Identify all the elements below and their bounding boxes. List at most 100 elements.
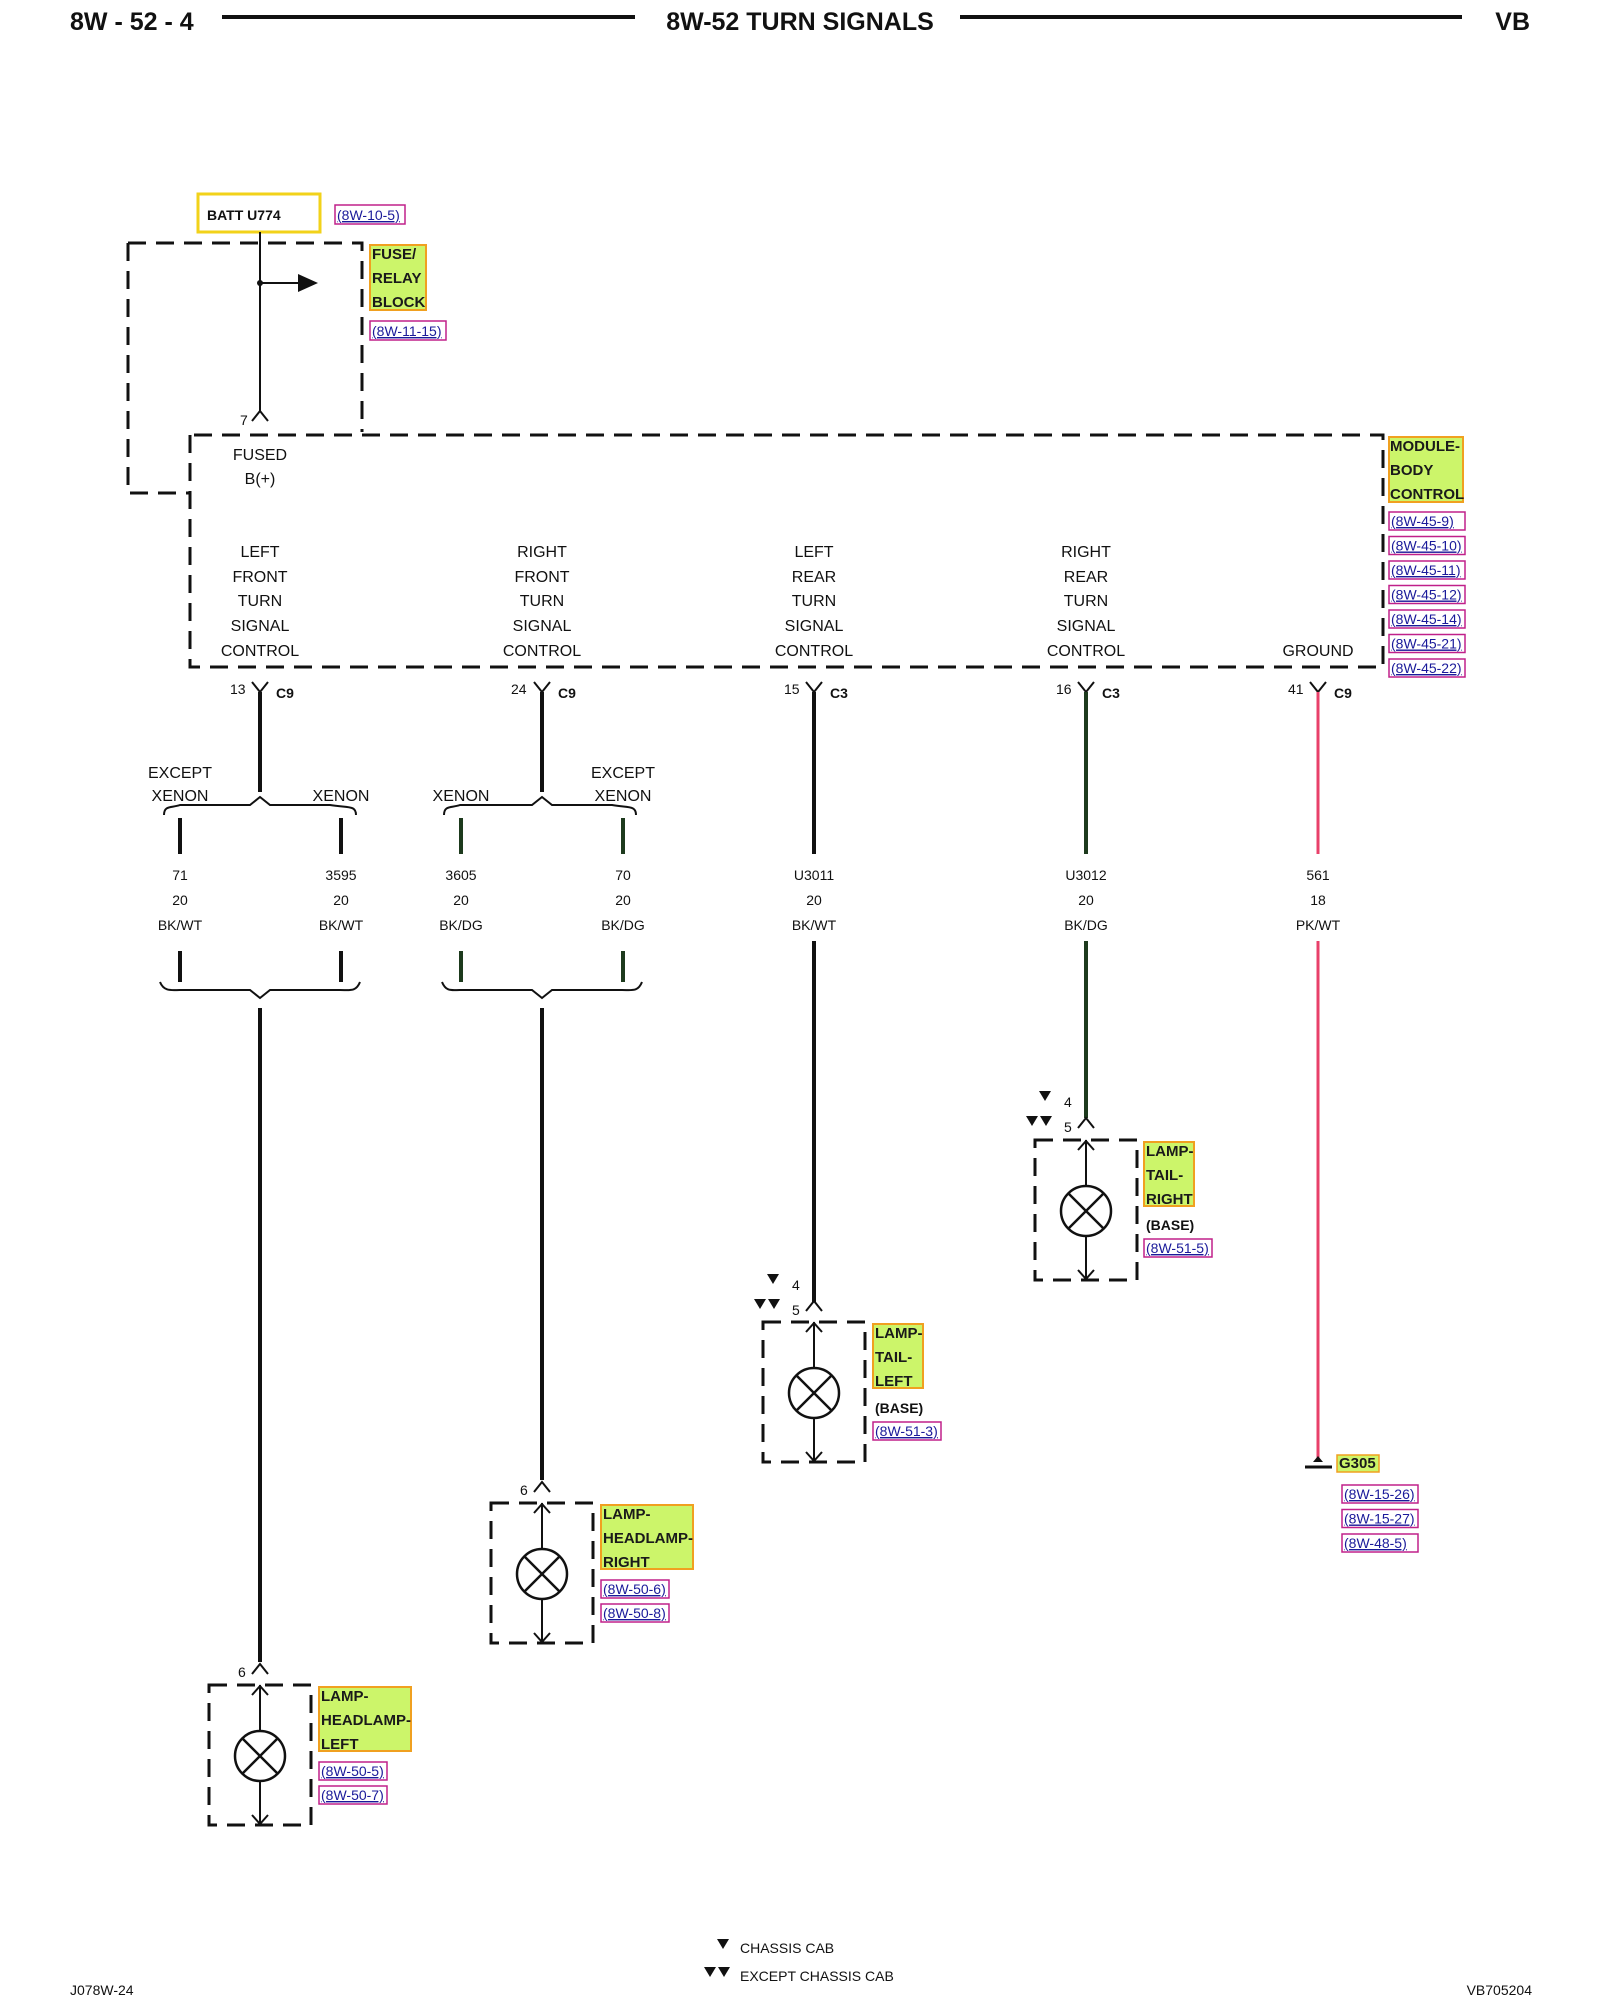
tail-left-name-3: LEFT <box>875 1373 913 1390</box>
lr-pin-number: 15 <box>784 681 800 697</box>
rr-label-1: RIGHT <box>1061 544 1111 561</box>
tail-left-name-2: TAIL- <box>875 1349 912 1366</box>
rf-connector-id: C9 <box>558 685 576 701</box>
headlamp-right-name-1: LAMP- <box>603 1506 651 1523</box>
headlamp-right-ref-box-1 <box>600 1579 670 1599</box>
lr-label-4: SIGNAL <box>785 618 844 635</box>
wire-3605-circuit: 3605 <box>445 867 476 883</box>
rf-label-4: SIGNAL <box>513 618 572 635</box>
wire-u3012-color: BK/DG <box>1064 917 1108 933</box>
headlamp-left-ref-link-1[interactable]: (8W-50-5) <box>321 1763 384 1779</box>
lamp-headlamp-right: 6 LAMP- HEADLAMP- RIGHT (8W-50-6) (8W-50… <box>489 1480 694 1645</box>
lf-split-left-2: XENON <box>152 788 209 805</box>
headlamp-left-name-2: HEADLAMP- <box>321 1712 411 1729</box>
ref-link[interactable]: (8W-45-22) <box>1391 660 1462 676</box>
lf-label-5: CONTROL <box>221 643 299 660</box>
wire-70-gauge: 20 <box>615 892 631 908</box>
model-code: VB <box>1495 8 1530 36</box>
ref-link[interactable]: (8W-15-26) <box>1344 1486 1415 1502</box>
batt-source-box <box>196 192 322 234</box>
tail-right-variant: (BASE) <box>1146 1217 1194 1233</box>
ref-box <box>1388 658 1466 678</box>
body-module-label-box <box>1388 436 1464 503</box>
tail-right-ref-link[interactable]: (8W-51-5) <box>1146 1240 1209 1256</box>
rf-connector-icon <box>533 681 551 694</box>
wire-label-70: 70 20 BK/DG <box>601 867 645 933</box>
fuse-block-ref-link[interactable]: (8W-11-15) <box>372 323 442 339</box>
headlamp-left-ref-box-1 <box>318 1761 388 1781</box>
lr-connector-icon <box>805 681 823 694</box>
module-circuit-left-rear: LEFT REAR TURN SIGNAL CONTROL <box>775 544 853 660</box>
ref-box <box>1388 633 1466 654</box>
rf-join-brace <box>441 981 643 1000</box>
pin-lr: 15 C3 <box>784 681 848 701</box>
ground-pin-number: 41 <box>1288 681 1304 697</box>
rf-label-3: TURN <box>520 593 564 610</box>
fuse-block-name-2: RELAY <box>372 270 421 287</box>
wire-71-circuit: 71 <box>172 867 188 883</box>
headlamp-left-connector-icon <box>251 1662 269 1675</box>
headlamp-right-ref-link-2[interactable]: (8W-50-8) <box>603 1605 666 1621</box>
ground-point-label: G305 <box>1339 1455 1376 1472</box>
lf-connector-id: C9 <box>276 685 294 701</box>
pin-ground: 41 C9 <box>1288 681 1352 701</box>
rf-split-right-1: EXCEPT <box>591 765 655 782</box>
lf-join-brace <box>159 981 361 1000</box>
tail-right-except-marker-icon-b <box>1040 1116 1052 1126</box>
tail-right-name-1: LAMP- <box>1146 1143 1194 1160</box>
wire-3595-gauge: 20 <box>333 892 349 908</box>
batt-ref-link[interactable]: (8W-10-5) <box>337 207 400 223</box>
ref-link[interactable]: (8W-45-12) <box>1391 587 1462 603</box>
wire-561-color: PK/WT <box>1296 917 1341 933</box>
ref-link[interactable]: (8W-45-10) <box>1391 538 1462 554</box>
tail-right-chassis-marker-icon <box>1039 1091 1051 1101</box>
wire-label-u3011: U3011 20 BK/WT <box>792 867 837 933</box>
rr-label-5: CONTROL <box>1047 643 1125 660</box>
ref-link[interactable]: (8W-45-14) <box>1391 611 1462 627</box>
rr-connector-icon <box>1077 681 1095 694</box>
ground-label: GROUND <box>1282 643 1353 660</box>
ref-link[interactable]: (8W-45-9) <box>1391 513 1454 529</box>
tail-left-lead-bottom <box>805 1418 823 1463</box>
wire-label-71: 71 20 BK/WT <box>158 867 203 933</box>
tail-left-ref-box <box>872 1421 942 1441</box>
tail-right-name-3: RIGHT <box>1146 1191 1193 1208</box>
rr-pin-number: 16 <box>1056 681 1072 697</box>
tail-right-lead-top <box>1077 1139 1095 1186</box>
legend-except-icon-a <box>704 1967 716 1977</box>
rr-connector-id: C3 <box>1102 685 1120 701</box>
lf-split-brace <box>163 795 357 816</box>
rf-label-5: CONTROL <box>503 643 581 660</box>
ref-link[interactable]: (8W-48-5) <box>1344 1535 1407 1551</box>
wire-3595-color: BK/WT <box>319 917 364 933</box>
rr-label-4: SIGNAL <box>1057 618 1116 635</box>
tail-left-except-marker-icon-a <box>754 1299 766 1309</box>
wire-71-color: BK/WT <box>158 917 203 933</box>
ground-arrow-icon <box>1313 1456 1323 1462</box>
ref-link[interactable]: (8W-45-21) <box>1391 636 1462 652</box>
tail-left-connector-icon <box>805 1299 823 1312</box>
wire-70-circuit: 70 <box>615 867 631 883</box>
tail-left-ref-link[interactable]: (8W-51-3) <box>875 1423 938 1439</box>
tail-right-pin-b: 5 <box>1064 1119 1072 1135</box>
lamp-headlamp-left: 6 LAMP- HEADLAMP- LEFT (8W-50-5) (8W-50-… <box>207 1662 412 1827</box>
tail-right-label-box <box>1143 1141 1195 1207</box>
tail-left-chassis-marker-icon <box>767 1274 779 1284</box>
headlamp-right-ref-link-1[interactable]: (8W-50-6) <box>603 1581 666 1597</box>
rf-split-brace <box>443 795 637 816</box>
lr-label-3: TURN <box>792 593 836 610</box>
ref-link[interactable]: (8W-45-11) <box>1391 562 1461 578</box>
body-module-name-3: CONTROL <box>1390 486 1464 503</box>
wire-71-gauge: 20 <box>172 892 188 908</box>
headlamp-left-name-1: LAMP- <box>321 1688 369 1705</box>
page-title: 8W-52 TURN SIGNALS <box>666 8 934 36</box>
wire-70-color: BK/DG <box>601 917 645 933</box>
headlamp-left-ref-link-2[interactable]: (8W-50-7) <box>321 1787 384 1803</box>
ref-box <box>1388 535 1466 556</box>
ref-box <box>1388 584 1466 605</box>
ref-link[interactable]: (8W-15-27) <box>1344 1511 1415 1527</box>
rf-label-1: RIGHT <box>517 544 567 561</box>
tail-right-bulb-cross <box>1067 1192 1105 1230</box>
body-module-name-2: BODY <box>1390 462 1433 479</box>
lf-label-3: TURN <box>238 593 282 610</box>
